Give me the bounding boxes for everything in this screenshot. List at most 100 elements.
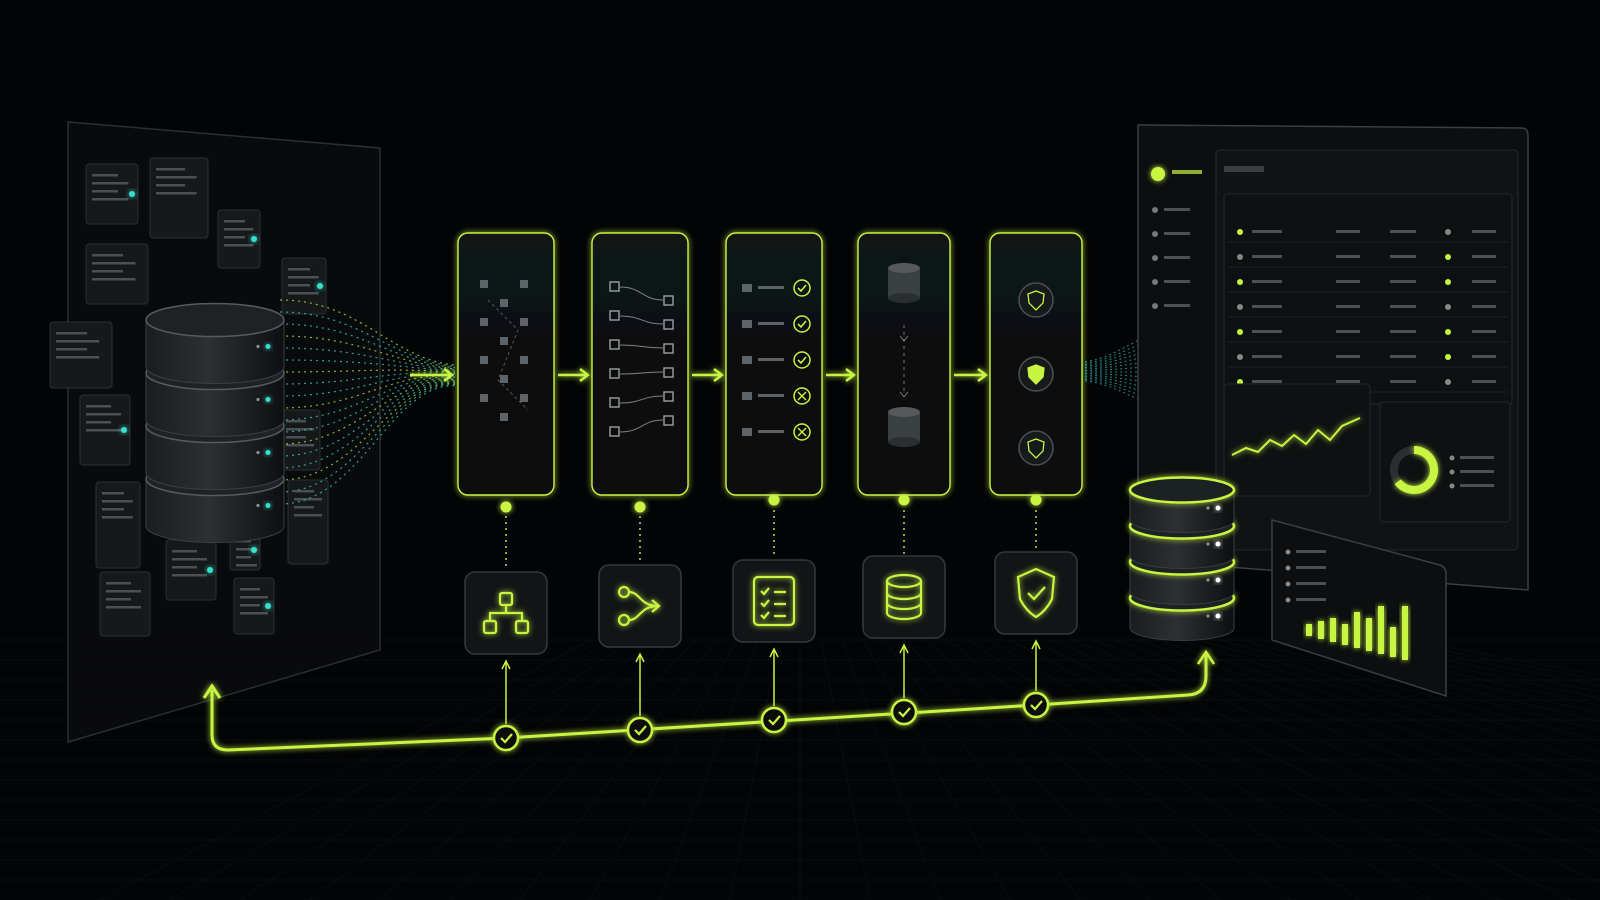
flow-arrow <box>692 368 724 382</box>
destination-database-icon <box>1128 476 1236 641</box>
status-dot <box>251 547 257 553</box>
flow-line <box>279 380 456 457</box>
check-node-icon <box>1022 691 1050 719</box>
flow-line <box>279 376 456 421</box>
checklist-icon-tile <box>732 559 816 643</box>
chart-bar <box>1330 618 1336 642</box>
beam-line <box>1084 376 1179 391</box>
beam-line <box>1084 365 1179 371</box>
shield-icon <box>1018 282 1054 466</box>
led-dot <box>265 503 271 508</box>
checklist-icon <box>742 279 811 441</box>
stage-4-panel <box>857 232 988 639</box>
beam-line <box>1084 374 1179 385</box>
stage-2-panel <box>591 232 724 648</box>
check-icon <box>793 315 811 333</box>
status-dot <box>129 191 135 197</box>
status-dot <box>251 236 257 242</box>
status-dot <box>121 427 127 433</box>
check-icon <box>793 279 811 297</box>
checklist-icon <box>752 575 796 627</box>
table-row <box>1237 254 1243 260</box>
chart-bar <box>1306 624 1312 636</box>
line-chart-card <box>1223 383 1371 497</box>
document-card <box>281 257 327 315</box>
led-dot <box>1215 577 1221 583</box>
document-card <box>287 479 329 565</box>
tablet-chart-panel <box>1271 519 1447 698</box>
donut-chart-icon <box>1394 446 1438 494</box>
grid-nodes-icon <box>480 280 529 421</box>
document-card <box>95 481 141 569</box>
led-dot <box>1215 505 1221 511</box>
led-dot <box>1206 578 1210 582</box>
feedback-arrowhead <box>202 683 222 699</box>
beam-line <box>1084 329 1179 362</box>
document-card <box>165 539 217 601</box>
sidebar-item <box>1152 303 1158 309</box>
cross-icon <box>793 387 811 405</box>
chart-bar <box>1318 621 1324 639</box>
shield-check-icon-tile <box>994 551 1078 635</box>
stage-1-panel <box>457 232 590 655</box>
flow-line <box>279 382 456 481</box>
document-card <box>149 157 209 239</box>
chart-bar <box>1390 627 1396 657</box>
split-branch-icon <box>617 585 661 627</box>
split-branch-icon-tile <box>598 564 682 648</box>
document-card <box>99 571 151 637</box>
branching-icon <box>609 281 674 437</box>
check-node-icon <box>626 716 654 744</box>
flow-arrow <box>826 368 856 382</box>
node-dot <box>768 494 780 506</box>
led-dot <box>1206 506 1210 510</box>
table-row <box>1237 229 1243 235</box>
pipeline-stages <box>410 232 1170 655</box>
flow-line <box>279 377 456 433</box>
beam-line <box>1084 353 1179 368</box>
led-dot <box>265 397 271 402</box>
status-dot <box>207 567 213 573</box>
beam-line <box>1084 359 1179 370</box>
led-dot <box>256 450 260 455</box>
led-dot <box>1215 613 1221 619</box>
beam-line <box>1084 347 1179 367</box>
dashboard-logo <box>1151 167 1165 181</box>
flow-line <box>279 375 456 409</box>
chart-bar <box>1354 612 1360 648</box>
document-card <box>79 394 131 466</box>
chart-bar <box>1366 618 1372 651</box>
document-card <box>85 243 149 305</box>
sidebar-item <box>1152 255 1158 261</box>
check-node-icon <box>760 706 788 734</box>
database-segment <box>145 302 285 385</box>
document-cards <box>49 157 329 637</box>
led-dot <box>1206 614 1210 618</box>
feedback-arrowhead <box>1196 649 1216 665</box>
data-table <box>1223 193 1513 405</box>
document-card <box>233 577 275 635</box>
node-dot <box>898 494 910 506</box>
database-icon <box>885 573 923 621</box>
dashboard-panel <box>1137 124 1529 591</box>
document-card <box>217 209 261 269</box>
led-dot <box>256 344 260 349</box>
source-database-icon <box>145 302 285 544</box>
node-dot <box>634 501 646 513</box>
bar-chart-icon <box>1306 606 1408 660</box>
document-card <box>49 321 113 389</box>
chart-bar <box>1342 624 1348 645</box>
table-row <box>1237 354 1243 360</box>
feedback-line <box>210 655 1208 752</box>
check-node-icon <box>890 698 918 726</box>
feedback-loop <box>202 639 1216 752</box>
sidebar-item <box>1152 207 1158 213</box>
node-dot <box>500 501 512 513</box>
check-node-icon <box>492 724 520 752</box>
chart-bar <box>1378 606 1384 654</box>
table-row <box>1237 279 1243 285</box>
flow-line <box>279 311 456 367</box>
flow-arrow <box>558 368 590 382</box>
